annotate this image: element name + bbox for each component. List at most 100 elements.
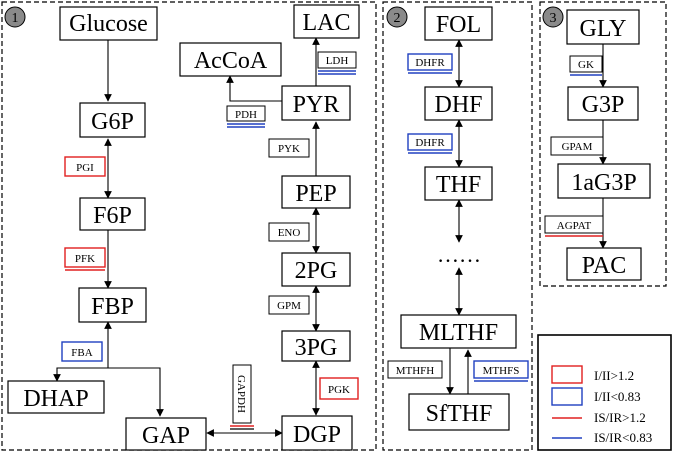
enzyme-pyk-label: PYK bbox=[278, 143, 300, 155]
enzyme-mthfh: MTHFH bbox=[387, 360, 443, 379]
node-lac-label: LAC bbox=[303, 10, 351, 36]
panel-1-number: 1 bbox=[12, 11, 19, 26]
enzyme-dhfr-2: DHFR bbox=[407, 133, 453, 154]
node-thf-label: THF bbox=[436, 172, 481, 198]
node-pac: PAC bbox=[566, 247, 642, 281]
enzyme-gapdh: GAPDH bbox=[230, 364, 254, 430]
node-gly: GLY bbox=[566, 9, 640, 45]
node-sfthf-label: SfTHF bbox=[426, 401, 493, 427]
node-glucose-label: Glucose bbox=[69, 11, 148, 37]
enzyme-mthfs: MTHFS bbox=[473, 360, 529, 382]
node-gly-label: GLY bbox=[580, 16, 627, 42]
arrow-pyr-accoa bbox=[226, 75, 282, 102]
enzyme-ldh: LDH bbox=[317, 51, 357, 75]
enzyme-pgk-label: PGK bbox=[328, 384, 350, 396]
enzyme-gpm-label: GPM bbox=[277, 300, 301, 312]
node-pep: PEP bbox=[281, 175, 351, 209]
legend-item-down-box: I/II<0.83 bbox=[551, 387, 641, 406]
node-g6p: G6P bbox=[79, 102, 146, 138]
enzyme-eno-label: ENO bbox=[278, 227, 301, 239]
enzyme-dhfr-1-label: DHFR bbox=[415, 57, 445, 69]
enzyme-gk: GK bbox=[569, 55, 603, 76]
enzyme-gk-label: GK bbox=[578, 59, 594, 71]
node-1ag3p: 1aG3P bbox=[557, 163, 651, 199]
panel-2-arrows bbox=[446, 39, 472, 395]
enzyme-ldh-label: LDH bbox=[326, 55, 349, 67]
enzyme-pfk-label: PFK bbox=[75, 253, 95, 265]
node-mlthf: MLTHF bbox=[400, 314, 517, 349]
node-pyr: PYR bbox=[281, 85, 351, 121]
enzyme-agpat-label: AGPAT bbox=[557, 220, 592, 232]
enzyme-dhfr-1: DHFR bbox=[407, 53, 453, 74]
node-f6p-label: F6P bbox=[93, 203, 132, 229]
ellipsis-label: …… bbox=[437, 242, 481, 267]
node-dhap: DHAP bbox=[7, 380, 105, 414]
legend-item-down-line: IS/IR<0.83 bbox=[552, 430, 652, 445]
node-pep-label: PEP bbox=[295, 181, 336, 207]
node-dgp-label: DGP bbox=[293, 422, 341, 448]
panel-2-frame bbox=[382, 1, 533, 451]
node-pac-label: PAC bbox=[582, 253, 626, 279]
panel-1-arrows bbox=[53, 37, 320, 437]
enzyme-gpm: GPM bbox=[268, 295, 310, 315]
node-g3p: G3P bbox=[567, 86, 639, 121]
legend-label-up-line: IS/IR>1.2 bbox=[594, 410, 646, 425]
enzyme-fba: FBA bbox=[61, 341, 103, 362]
legend: I/II>1.2 I/II<0.83 IS/IR>1.2 IS/IR<0.83 bbox=[537, 334, 672, 451]
node-glucose: Glucose bbox=[59, 6, 158, 41]
node-thf: THF bbox=[424, 166, 493, 201]
legend-label-up-box: I/II>1.2 bbox=[594, 368, 634, 383]
node-sfthf: SfTHF bbox=[408, 393, 510, 431]
node-accoa: AcCoA bbox=[179, 42, 282, 77]
enzyme-pgi: PGI bbox=[64, 156, 106, 177]
legend-item-up-box: I/II>1.2 bbox=[551, 365, 634, 384]
enzyme-mthfs-label: MTHFS bbox=[483, 365, 520, 377]
panel-2-number: 2 bbox=[394, 11, 401, 26]
node-fol-label: FOL bbox=[436, 12, 481, 38]
legend-label-down-line: IS/IR<0.83 bbox=[594, 430, 652, 445]
node-gap: GAP bbox=[125, 417, 207, 451]
enzyme-gapdh-label: GAPDH bbox=[235, 375, 247, 413]
panel-3-frame bbox=[539, 1, 667, 287]
node-3pg-label: 3PG bbox=[295, 335, 338, 361]
node-accoa-label: AcCoA bbox=[194, 48, 268, 74]
node-dhap-label: DHAP bbox=[23, 386, 88, 412]
node-fbp-label: FBP bbox=[91, 294, 134, 320]
node-pyr-label: PYR bbox=[293, 92, 340, 118]
enzyme-pdh-label: PDH bbox=[235, 109, 257, 121]
node-g6p-label: G6P bbox=[91, 109, 134, 135]
node-2pg-label: 2PG bbox=[295, 258, 338, 284]
node-1ag3p-label: 1aG3P bbox=[571, 170, 636, 196]
enzyme-eno: ENO bbox=[268, 222, 310, 242]
panel-2-badge: 2 bbox=[386, 6, 408, 28]
node-2pg: 2PG bbox=[281, 252, 351, 287]
enzyme-dhfr-2-label: DHFR bbox=[415, 137, 445, 149]
node-g3p-label: G3P bbox=[582, 92, 625, 118]
enzyme-agpat: AGPAT bbox=[544, 215, 604, 237]
node-dhf: DHF bbox=[424, 86, 493, 121]
enzyme-pyk: PYK bbox=[268, 138, 310, 158]
enzyme-pgk: PGK bbox=[319, 377, 359, 400]
panel-1-badge: 1 bbox=[4, 6, 26, 28]
panel-3-badge: 3 bbox=[542, 6, 564, 28]
node-3pg: 3PG bbox=[281, 330, 351, 362]
node-mlthf-label: MLTHF bbox=[419, 320, 498, 346]
enzyme-gpam: GPAM bbox=[550, 136, 604, 156]
node-dhf-label: DHF bbox=[434, 92, 482, 118]
node-fbp: FBP bbox=[78, 287, 147, 323]
arrow-dhap-gap bbox=[53, 367, 164, 417]
legend-label-down-box: I/II<0.83 bbox=[594, 389, 641, 404]
enzyme-pgi-label: PGI bbox=[76, 162, 94, 174]
enzyme-pfk: PFK bbox=[64, 247, 106, 271]
enzyme-fba-label: FBA bbox=[71, 347, 92, 359]
panel-3-number: 3 bbox=[550, 11, 557, 26]
node-fol: FOL bbox=[424, 6, 493, 41]
enzyme-gpam-label: GPAM bbox=[562, 141, 593, 153]
legend-item-up-line: IS/IR>1.2 bbox=[552, 410, 646, 425]
node-f6p: F6P bbox=[79, 197, 146, 231]
node-dgp: DGP bbox=[281, 415, 353, 451]
node-gap-label: GAP bbox=[142, 423, 190, 449]
enzyme-pdh: PDH bbox=[226, 105, 266, 128]
node-lac: LAC bbox=[293, 4, 360, 39]
